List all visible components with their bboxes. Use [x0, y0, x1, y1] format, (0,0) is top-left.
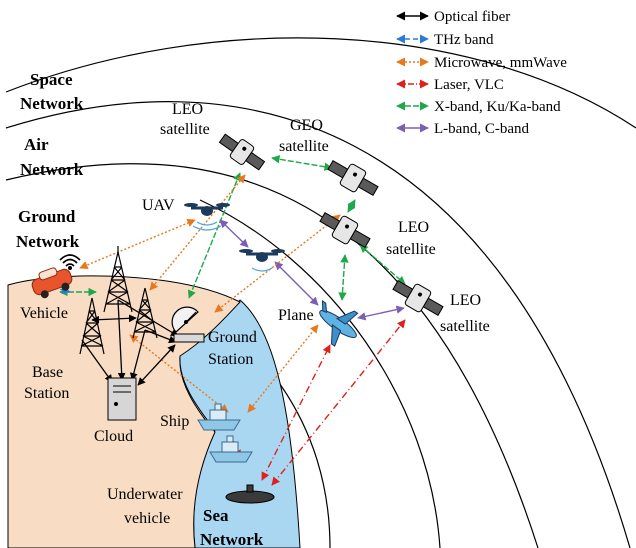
base-station-label-1: Base [32, 364, 63, 381]
legend-label: Microwave, mmWave [434, 55, 567, 71]
geo-satellite-icon [327, 159, 379, 197]
leo-1-label-1: LEO [172, 101, 203, 118]
base-station-label-2: Station [24, 385, 69, 402]
leo-3-label-2: satellite [440, 318, 490, 335]
network-labels: Space Network Air Network Ground Network… [16, 70, 264, 548]
vehicle-label: Vehicle [20, 305, 68, 322]
ground-station-label-2: Station [208, 351, 253, 368]
links-black [81, 299, 179, 386]
legend-label: Optical fiber [434, 9, 510, 25]
leo-satellite-3-icon [392, 279, 444, 317]
ship-1-icon [197, 403, 241, 431]
ground-station-label-1: Ground [208, 329, 257, 346]
air-network-label-2: Network [20, 160, 84, 179]
ship-2-icon [209, 435, 253, 463]
legend-label: Laser, VLC [434, 77, 504, 93]
uav-label: UAV [142, 197, 175, 214]
space-network-label-1: Space [30, 70, 73, 89]
legend-item-optical-fiber: Optical fiber [396, 9, 510, 25]
leo-satellite-1-icon [218, 133, 266, 171]
uav-2-icon [239, 249, 285, 272]
ship-label: Ship [160, 413, 189, 430]
space-arc [5, 37, 636, 129]
entity-labels: LEO satellite GEO satellite LEO satellit… [20, 101, 490, 527]
legend-label: X-band, Ku/Ka-band [434, 99, 561, 115]
uav-icon [184, 203, 230, 231]
legend-label: L-band, C-band [434, 121, 529, 137]
leo-satellite-2-icon [319, 211, 371, 249]
sea-network-label-2: Network [200, 530, 264, 548]
air-network-label-1: Air [24, 135, 49, 154]
underwater-label-2: vehicle [124, 510, 170, 527]
space-network-label-2: Network [20, 94, 84, 113]
vehicle-icon [31, 267, 73, 299]
cloud-server-icon [107, 377, 137, 421]
geo-label-1: GEO [290, 117, 323, 134]
cloud-label: Cloud [94, 428, 133, 445]
legend-item-l-band: L-band, C-band [396, 121, 529, 137]
legend-item-x-band: X-band, Ku/Ka-band [396, 99, 561, 115]
sea-network-label-1: Sea [203, 506, 229, 525]
base-station-icon [79, 246, 158, 355]
legend: Optical fiber THz band Microwave, mmWave… [396, 9, 567, 137]
legend-item-laser: Laser, VLC [396, 77, 504, 93]
links-purple [219, 219, 405, 321]
legend-item-microwave: Microwave, mmWave [396, 55, 567, 71]
ground-arc [5, 163, 539, 548]
ground-station-icon [171, 306, 205, 343]
leo-2-label-2: satellite [386, 241, 436, 258]
plane-icon [319, 299, 359, 347]
legend-label: THz band [434, 32, 494, 48]
underwater-vehicle-icon [225, 484, 275, 504]
leo-3-label-1: LEO [450, 292, 481, 309]
air-arc [5, 101, 631, 548]
ground-network-label-1: Ground [18, 207, 76, 226]
underwater-label-1: Underwater [107, 486, 183, 503]
leo-1-label-2: satellite [160, 121, 210, 138]
wifi-icon [59, 254, 81, 271]
geo-label-2: satellite [279, 138, 329, 155]
ground-network-label-2: Network [16, 232, 80, 251]
leo-2-label-1: LEO [398, 219, 429, 236]
legend-item-thz: THz band [396, 32, 494, 48]
plane-label: Plane [278, 307, 314, 324]
